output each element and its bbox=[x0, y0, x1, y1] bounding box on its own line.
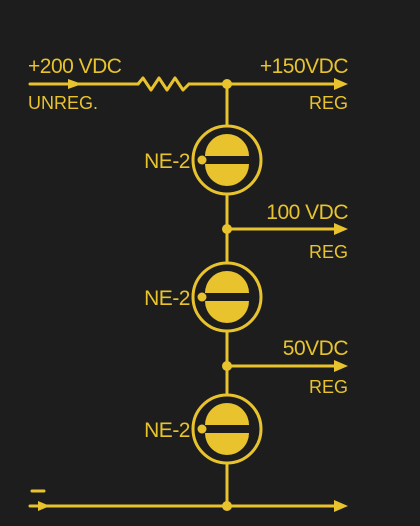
lamp-electrode-bottom-3 bbox=[205, 433, 249, 455]
out2-note-label: REG bbox=[309, 242, 348, 262]
lamp-label-2: NE-2 bbox=[144, 287, 190, 310]
lamp-dot-1 bbox=[197, 155, 207, 165]
out1-arrow-icon bbox=[334, 78, 348, 90]
lamp-envelope-3 bbox=[191, 393, 263, 465]
ground-arrow-icon bbox=[334, 500, 348, 512]
junction-dot-100 bbox=[222, 224, 232, 234]
lamp-electrode-top-2 bbox=[205, 271, 249, 293]
input-voltage-label: +200 VDC bbox=[28, 55, 122, 78]
input-note-label: UNREG. bbox=[28, 93, 98, 113]
lamp-electrode-bottom-1 bbox=[205, 164, 249, 186]
out2-arrow-icon bbox=[334, 223, 348, 235]
junction-dot-50 bbox=[222, 361, 232, 371]
lamp-dot-3 bbox=[197, 424, 207, 434]
out3-arrow-icon bbox=[334, 360, 348, 372]
lamp-label-1: NE-2 bbox=[144, 150, 190, 173]
out1-voltage-label: +150VDC bbox=[260, 55, 348, 78]
ground-input-arrow-icon bbox=[38, 501, 50, 511]
lamp-label-3: NE-2 bbox=[144, 419, 190, 442]
lamp-dot-2 bbox=[197, 292, 207, 302]
lamp-electrode-top-1 bbox=[205, 134, 249, 156]
input-arrow-icon bbox=[68, 79, 82, 89]
junction-dot-ground bbox=[222, 501, 232, 511]
out2-voltage-label: 100 VDC bbox=[266, 201, 348, 224]
junction-dot-top bbox=[222, 79, 232, 89]
series-resistor bbox=[136, 76, 191, 92]
lamp-electrode-bottom-2 bbox=[205, 301, 249, 323]
lamp-electrode-top-3 bbox=[205, 403, 249, 425]
out3-voltage-label: 50VDC bbox=[283, 337, 349, 360]
out1-note-label: REG bbox=[309, 93, 348, 113]
out3-note-label: REG bbox=[309, 377, 348, 397]
lamp-envelope-1 bbox=[191, 124, 263, 196]
lamp-envelope-2 bbox=[191, 261, 263, 333]
